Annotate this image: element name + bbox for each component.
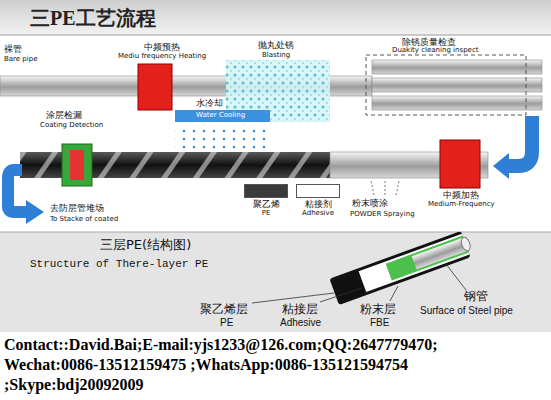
step-name: 粘接剂 <box>296 199 340 209</box>
part-label: Bare pipe <box>4 55 38 63</box>
heater-coil <box>440 140 480 188</box>
part-label: 裸管 <box>4 44 22 54</box>
step-label: Coating Detection <box>40 121 103 129</box>
leader-line <box>390 286 398 301</box>
step-name-en: Structure of There-layer PE <box>30 258 208 271</box>
process-box: 聚乙烯PE <box>244 184 288 217</box>
step-name: 聚乙烯 <box>244 199 288 209</box>
layer-label: 钢管 <box>464 290 488 304</box>
cleaned-pipe <box>372 60 542 74</box>
step-label: Blasting <box>262 51 290 59</box>
title-rule <box>0 35 551 36</box>
step-label: 除锈质量检查 <box>402 37 456 47</box>
leader-line <box>320 288 362 302</box>
step-name: 中频预热 <box>118 42 206 52</box>
flow-arrow <box>8 170 28 212</box>
process-box: 中频预热Mediu frequency Heating <box>116 42 208 60</box>
step-label: POWDER Spraying <box>350 210 415 218</box>
layer-label: 粉末层 <box>360 303 396 317</box>
cleaned-pipe <box>372 96 542 110</box>
step-label: 粉末喷涂 <box>352 198 388 208</box>
step-label: 抛丸处锈 <box>258 40 294 50</box>
holiday-detector-core <box>70 150 84 180</box>
leader-line <box>446 264 466 290</box>
water-drops <box>175 124 270 150</box>
step-label: 水冷却 <box>196 98 223 108</box>
flow-arrowhead <box>26 200 44 224</box>
water-cooling-bar <box>175 110 270 122</box>
step-label: Duakity cleaning inspect <box>392 46 478 54</box>
layer-label: 粘接层 <box>282 303 318 317</box>
contact-line: Contact::David.Bai;E-mail:yjs1233@126.co… <box>4 336 438 354</box>
layered-pipe <box>329 230 474 306</box>
step-label: 去防层管堆场 <box>50 203 104 213</box>
cleaned-pipe <box>372 78 542 92</box>
step-name-en: Medium-Frequency <box>428 200 495 208</box>
spray-line <box>371 181 374 195</box>
step-name: 中频加热 <box>428 190 495 200</box>
layer-label: Surface of Steel pipe <box>420 305 513 317</box>
step-name-en: Mediu frequency Heating <box>118 52 206 60</box>
step-name-en: PE <box>244 209 288 217</box>
layer-label: Adhesive <box>280 317 321 329</box>
layer-label: PE <box>220 317 233 329</box>
structure-panel-box: 三层PE(结构图) Structure of There-layer PE <box>0 232 551 332</box>
flow-arrowhead <box>493 153 509 179</box>
step-label: To Stacke of coated <box>50 215 118 223</box>
adhesive-layer <box>359 234 470 292</box>
pe-layer <box>329 231 470 305</box>
steel-pipe <box>412 237 468 269</box>
material-swatch <box>296 184 340 198</box>
spray-line <box>396 181 399 195</box>
heater-coil <box>138 64 172 110</box>
layer-label: FBE <box>370 317 389 329</box>
page-title: 三PE工艺流程 <box>30 5 156 32</box>
flow-arrow <box>508 116 532 166</box>
title-band <box>0 0 551 35</box>
layer-label: 聚乙烯层 <box>200 303 248 317</box>
contact-line: ;Skype:bdj20092009 <box>4 376 144 394</box>
panel-rule <box>0 232 551 233</box>
step-name-en: Adhesive <box>296 209 340 217</box>
step-name: 三层PE(结构图) <box>100 238 191 253</box>
fbe-layer <box>386 236 469 281</box>
holiday-detector <box>62 144 92 186</box>
material-swatch <box>244 184 288 198</box>
pipe-bore <box>460 236 472 252</box>
structure-panel <box>0 232 551 332</box>
spray-line <box>385 181 386 195</box>
step-label: 涂层检漏 <box>46 110 82 120</box>
inspection-frame <box>366 55 526 115</box>
process-box: 粘接剂Adhesive <box>296 184 340 217</box>
process-box: 中频加热Medium-Frequency <box>426 190 497 208</box>
step-label: Water Cooling <box>196 111 245 119</box>
contact-line: Wechat:0086-13512159475 ;WhatsApp:0086-1… <box>4 356 408 374</box>
